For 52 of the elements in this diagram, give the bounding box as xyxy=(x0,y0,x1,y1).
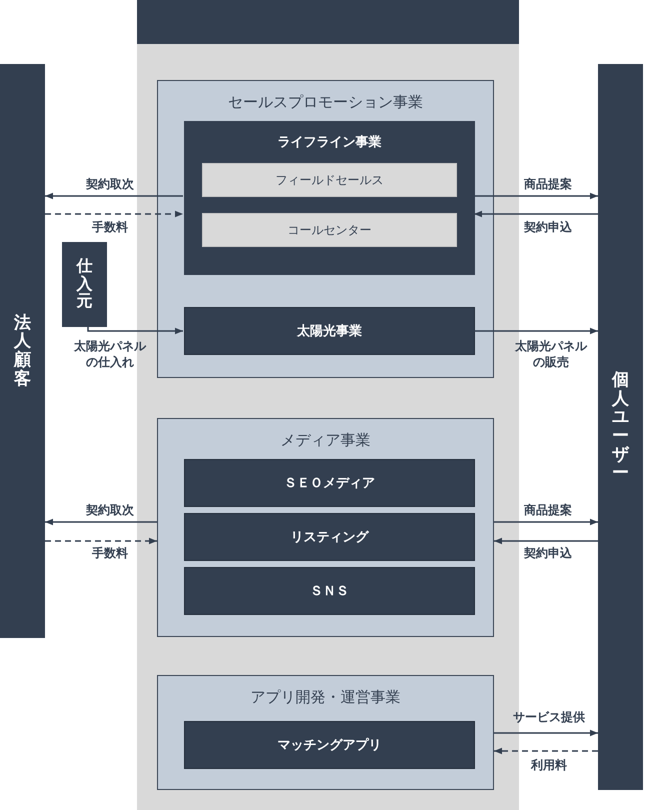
edge-label: 手数料 xyxy=(91,219,129,235)
service-block xyxy=(184,513,475,561)
edge-label: 太陽光パネルの仕入れ xyxy=(72,338,148,370)
vertical-label: 法人顧客 xyxy=(14,314,31,388)
edge-label: 利用料 xyxy=(530,757,568,773)
dashed-arrow xyxy=(45,210,183,218)
business-group-block xyxy=(184,121,475,275)
edge-label: 契約取次 xyxy=(85,176,135,192)
edge-label: 契約申込 xyxy=(523,545,573,561)
arrow xyxy=(494,730,598,736)
service-block xyxy=(184,307,475,355)
dashed-arrow xyxy=(494,748,598,754)
arrow xyxy=(474,192,598,200)
edge-label: サービス提供 xyxy=(512,709,586,725)
service-block xyxy=(202,163,457,197)
vertical-label: 仕入元 xyxy=(76,258,92,311)
arrow xyxy=(45,518,157,526)
service-block xyxy=(184,721,475,769)
business-panel xyxy=(157,675,494,790)
service-label: リスティング xyxy=(290,528,368,546)
business-panel xyxy=(157,418,494,637)
dashed-arrow xyxy=(45,538,157,544)
supplier-block xyxy=(62,242,107,327)
edge-label: 商品提案 xyxy=(523,502,573,518)
arrow xyxy=(87,327,183,334)
service-block xyxy=(202,213,457,247)
group-title: ライフライン事業 xyxy=(278,133,382,151)
panel-title: セールスプロモーション事業 xyxy=(228,93,423,113)
arrow xyxy=(474,328,598,334)
arrow xyxy=(494,518,598,526)
edge-label: 手数料 xyxy=(91,545,129,561)
service-label: ＳＮＳ xyxy=(310,582,349,600)
edge-label: 太陽光パネルの販売 xyxy=(514,338,588,370)
service-label: マッチングアプリ xyxy=(278,736,382,754)
customer-column xyxy=(0,64,45,638)
customer-column xyxy=(598,64,643,790)
arrow xyxy=(45,192,183,200)
panel-title: アプリ開発・運営事業 xyxy=(250,688,400,708)
edge-label: 契約申込 xyxy=(523,219,573,235)
edge-label: 契約取次 xyxy=(85,502,135,518)
service-label: 太陽光事業 xyxy=(297,322,362,340)
service-block xyxy=(184,459,475,507)
service-label: フィールドセールス xyxy=(276,172,384,188)
panel-title: メディア事業 xyxy=(280,431,370,451)
service-label: ＳＥＯメディア xyxy=(284,474,375,492)
edge-label: 商品提案 xyxy=(523,176,573,192)
business-panel xyxy=(157,80,494,378)
service-block xyxy=(184,567,475,615)
arrow xyxy=(494,538,598,544)
arrow xyxy=(474,210,598,218)
vertical-label: 個人ユーザー xyxy=(612,370,629,484)
service-label: コールセンター xyxy=(288,222,372,238)
